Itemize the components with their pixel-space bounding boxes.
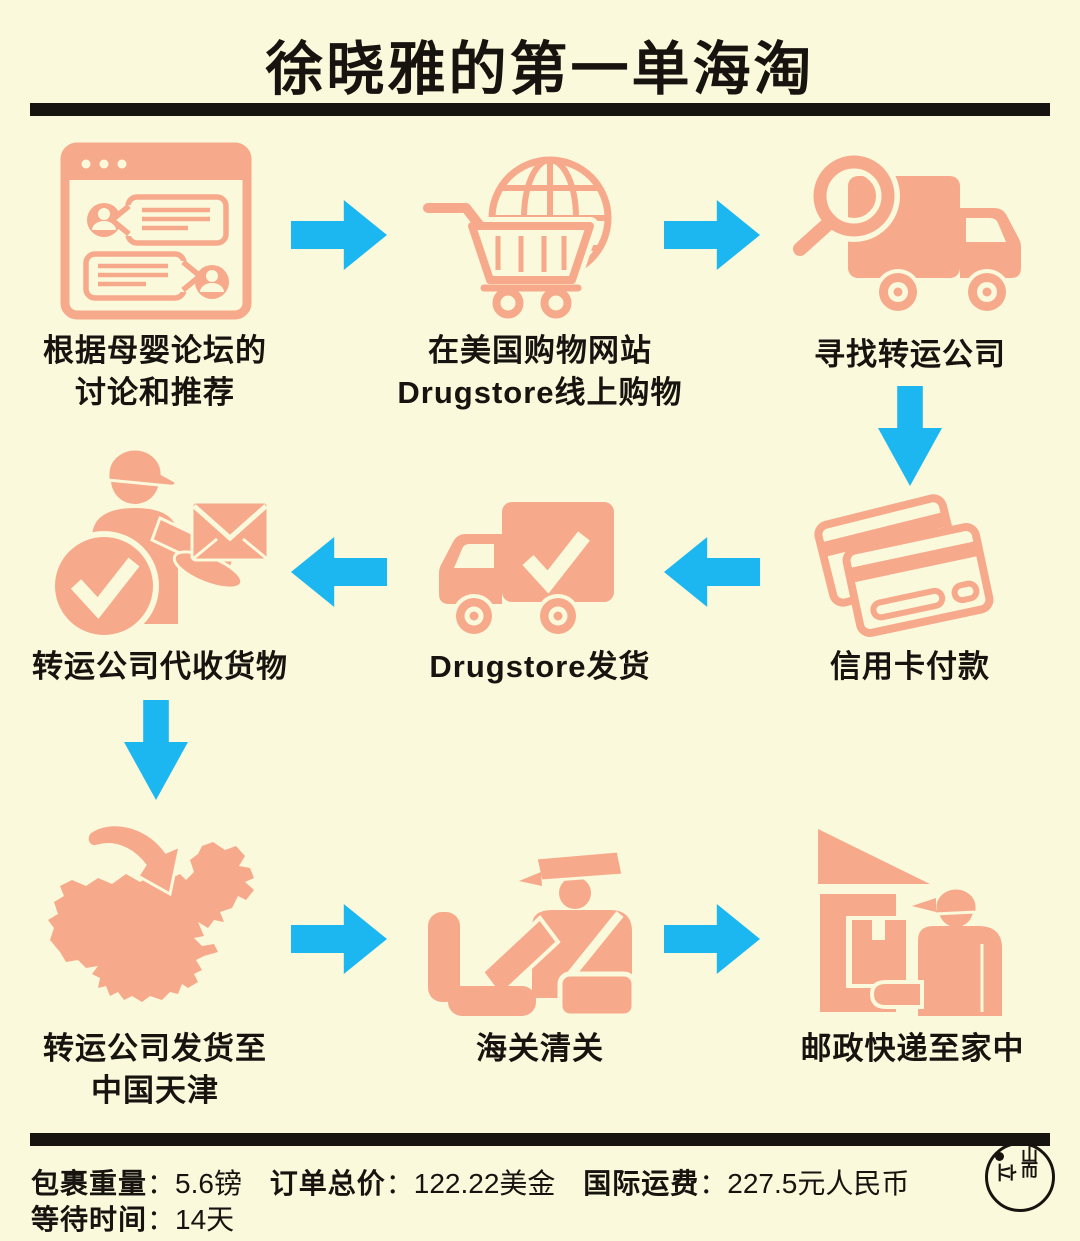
step-label: 海关清关 [476,1031,604,1066]
step-label: 根据母婴论坛的 讨论和推荐 [43,333,267,410]
truck-search-icon [788,150,1025,325]
step-label: 转运公司代收货物 [32,649,288,684]
logo-mark-top: 山 [1021,1146,1038,1165]
customs-officer-icon [424,848,637,1023]
step-label: 转运公司发货至 中国天津 [43,1031,267,1108]
step-label: 信用卡付款 [830,649,990,684]
stat-colon: ： [699,1168,728,1199]
initium-logo: 立 山 而 [985,1142,1055,1212]
flow-arrow-right-icon [664,904,760,974]
top-rule [30,103,1050,116]
stat-item: 国际运费：227.5元人民币 [583,1168,909,1199]
flow-arrow-right-icon [664,200,760,270]
stat-label: 等待时间 [31,1204,148,1235]
step-label: Drugstore发货 [429,649,651,684]
stat-label: 包裹重量 [31,1168,148,1199]
stat-item: 等待时间：14天 [31,1204,234,1235]
bottom-rule [30,1133,1050,1146]
courier-envelope-icon [40,446,270,646]
logo-mark-bottom: 而 [1021,1161,1038,1180]
home-delivery-icon [806,824,1006,1024]
stat-label: 国际运费 [583,1168,700,1199]
globe-cart-icon [418,150,620,325]
stat-value: 227.5元人民币 [727,1168,910,1199]
flow-arrow-right-icon [291,200,387,270]
stat-value: 14天 [175,1204,235,1235]
flow-arrow-right-icon [291,904,387,974]
flow-arrow-left-icon [291,537,387,607]
stat-label: 订单总价 [269,1168,386,1199]
stat-item: 订单总价：122.22美金 [270,1168,556,1199]
stat-colon: ： [147,1168,176,1199]
infographic-title: 徐晓雅的第一单海淘 [265,37,815,102]
stat-item: 包裹重量：5.6镑 [31,1168,242,1199]
logo-mark-left: 立 [995,1162,1017,1183]
flow-arrow-down-icon [878,386,942,486]
footer-stats: 包裹重量：5.6镑 订单总价：122.22美金 国际运费：227.5元人民币 等… [31,1166,981,1238]
china-map-icon [42,816,267,1016]
stat-colon: ： [147,1204,176,1235]
logo-dot [995,1152,1004,1161]
step-label: 在美国购物网站 Drugstore线上购物 [397,333,683,410]
step-label: 邮政快递至家中 [800,1031,1025,1066]
stat-value: 5.6镑 [175,1168,242,1199]
flow-arrow-left-icon [664,537,760,607]
flow-arrow-down-icon [124,700,188,800]
truck-check-icon [436,498,621,643]
stat-value: 122.22美金 [413,1168,556,1199]
stat-colon: ： [385,1168,414,1199]
credit-cards-icon [810,486,1000,646]
step-label: 寻找转运公司 [814,337,1006,372]
forum-chat-icon [60,142,252,325]
logo-mark-right: 山 而 [1021,1146,1038,1180]
